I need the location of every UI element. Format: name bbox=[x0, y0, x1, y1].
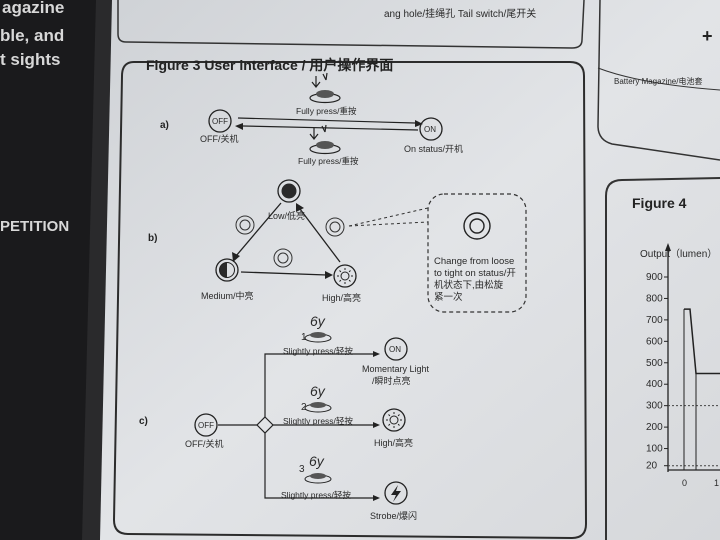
high-beam-icon bbox=[382, 408, 406, 432]
c-off-caption: OFF/关机 bbox=[185, 438, 224, 449]
figure4-title: Figure 4 bbox=[632, 195, 687, 211]
top-strip-text: ang hole/挂绳孔 Tail switch/尾开关 bbox=[384, 7, 536, 20]
off-caption: OFF/关机 bbox=[200, 133, 239, 144]
off-icon-text: OFF bbox=[212, 117, 228, 126]
branch3-scribble: 6y bbox=[309, 453, 325, 469]
y-tick-label: 20 bbox=[646, 461, 658, 472]
on-icon bbox=[419, 117, 443, 141]
figure3-title: Figure 3 User interface / 用户操作界面 bbox=[146, 57, 393, 73]
high-icon bbox=[333, 264, 357, 288]
y-tick-label: 500 bbox=[646, 358, 663, 369]
branch1-press: Slightly press/轻按 bbox=[283, 346, 353, 356]
branch1-num: 1 bbox=[301, 332, 307, 343]
callout-line-2: to tight on status/开 bbox=[434, 268, 516, 279]
branch3-press: Slightly press/轻按 bbox=[281, 490, 351, 500]
branch2-num: 2 bbox=[301, 402, 307, 413]
press-icon-top bbox=[309, 72, 341, 104]
momentary-on-icon bbox=[384, 337, 408, 361]
y-tick-label: 400 bbox=[646, 379, 663, 390]
on-caption: On status/开机 bbox=[404, 143, 463, 154]
high-label: High/高亮 bbox=[322, 292, 361, 303]
low-label: Low/低亮 bbox=[268, 210, 305, 221]
battery-magazine-label: Battery Magazine/电池套 bbox=[614, 76, 702, 86]
figure4-ylabel: Output（lumen） bbox=[640, 248, 717, 260]
y-tick-label: 200 bbox=[646, 422, 663, 433]
branch1-result-2: /瞬时点亮 bbox=[372, 375, 411, 386]
y-tick-label: 300 bbox=[646, 401, 663, 412]
background-text-2: ble, and bbox=[0, 26, 65, 45]
background-text-4: PETITION bbox=[0, 218, 70, 235]
on-icon-text: ON bbox=[424, 125, 436, 134]
low-icon bbox=[277, 179, 301, 203]
branch1-scribble: 6y bbox=[310, 313, 326, 329]
background-text-1: agazine bbox=[2, 0, 65, 17]
off-icon bbox=[208, 109, 232, 133]
branch3-num: 3 bbox=[299, 464, 305, 475]
c-off-icon-text: OFF bbox=[198, 421, 214, 430]
callout-box bbox=[427, 193, 527, 313]
x-tick-label: 1 bbox=[714, 478, 719, 488]
label-a: a) bbox=[160, 120, 169, 131]
top-press-label: Fully press/重按 bbox=[296, 106, 357, 116]
y-tick-label: 100 bbox=[646, 444, 663, 455]
branch2-result: High/高亮 bbox=[374, 437, 413, 448]
branch1-result-1: Momentary Light bbox=[362, 364, 430, 374]
press-icon-bottom bbox=[309, 124, 341, 155]
y-axis-arrow bbox=[665, 243, 671, 251]
paper-sheet bbox=[96, 0, 720, 540]
bottom-press-label: Fully press/重按 bbox=[298, 156, 359, 166]
background-text-3: t sights bbox=[0, 50, 61, 69]
callout-line-4: 紧一次 bbox=[434, 291, 463, 303]
plus-sign: + bbox=[702, 26, 713, 46]
twist-icon bbox=[463, 212, 491, 240]
branch2-scribble: 6y bbox=[310, 383, 326, 399]
y-tick-label: 900 bbox=[646, 272, 663, 283]
medium-label: Medium/中亮 bbox=[201, 290, 254, 301]
strobe-icon bbox=[384, 481, 408, 505]
y-tick-label: 600 bbox=[646, 336, 663, 347]
branch1-icon-text: ON bbox=[389, 345, 401, 354]
x-tick-label: 0 bbox=[682, 478, 687, 488]
branch2-press: Slightly press/轻按 bbox=[283, 416, 353, 426]
label-b: b) bbox=[148, 233, 157, 244]
c-off-icon bbox=[194, 413, 218, 437]
y-tick-label: 800 bbox=[646, 293, 663, 304]
label-c: c) bbox=[139, 416, 148, 427]
branch3-result: Strobe/爆闪 bbox=[370, 510, 417, 521]
callout-line-3: 机状态下,由松旋 bbox=[434, 279, 504, 291]
y-tick-label: 700 bbox=[646, 315, 663, 326]
callout-line-1: Change from loose bbox=[434, 256, 514, 267]
medium-icon bbox=[215, 258, 239, 282]
